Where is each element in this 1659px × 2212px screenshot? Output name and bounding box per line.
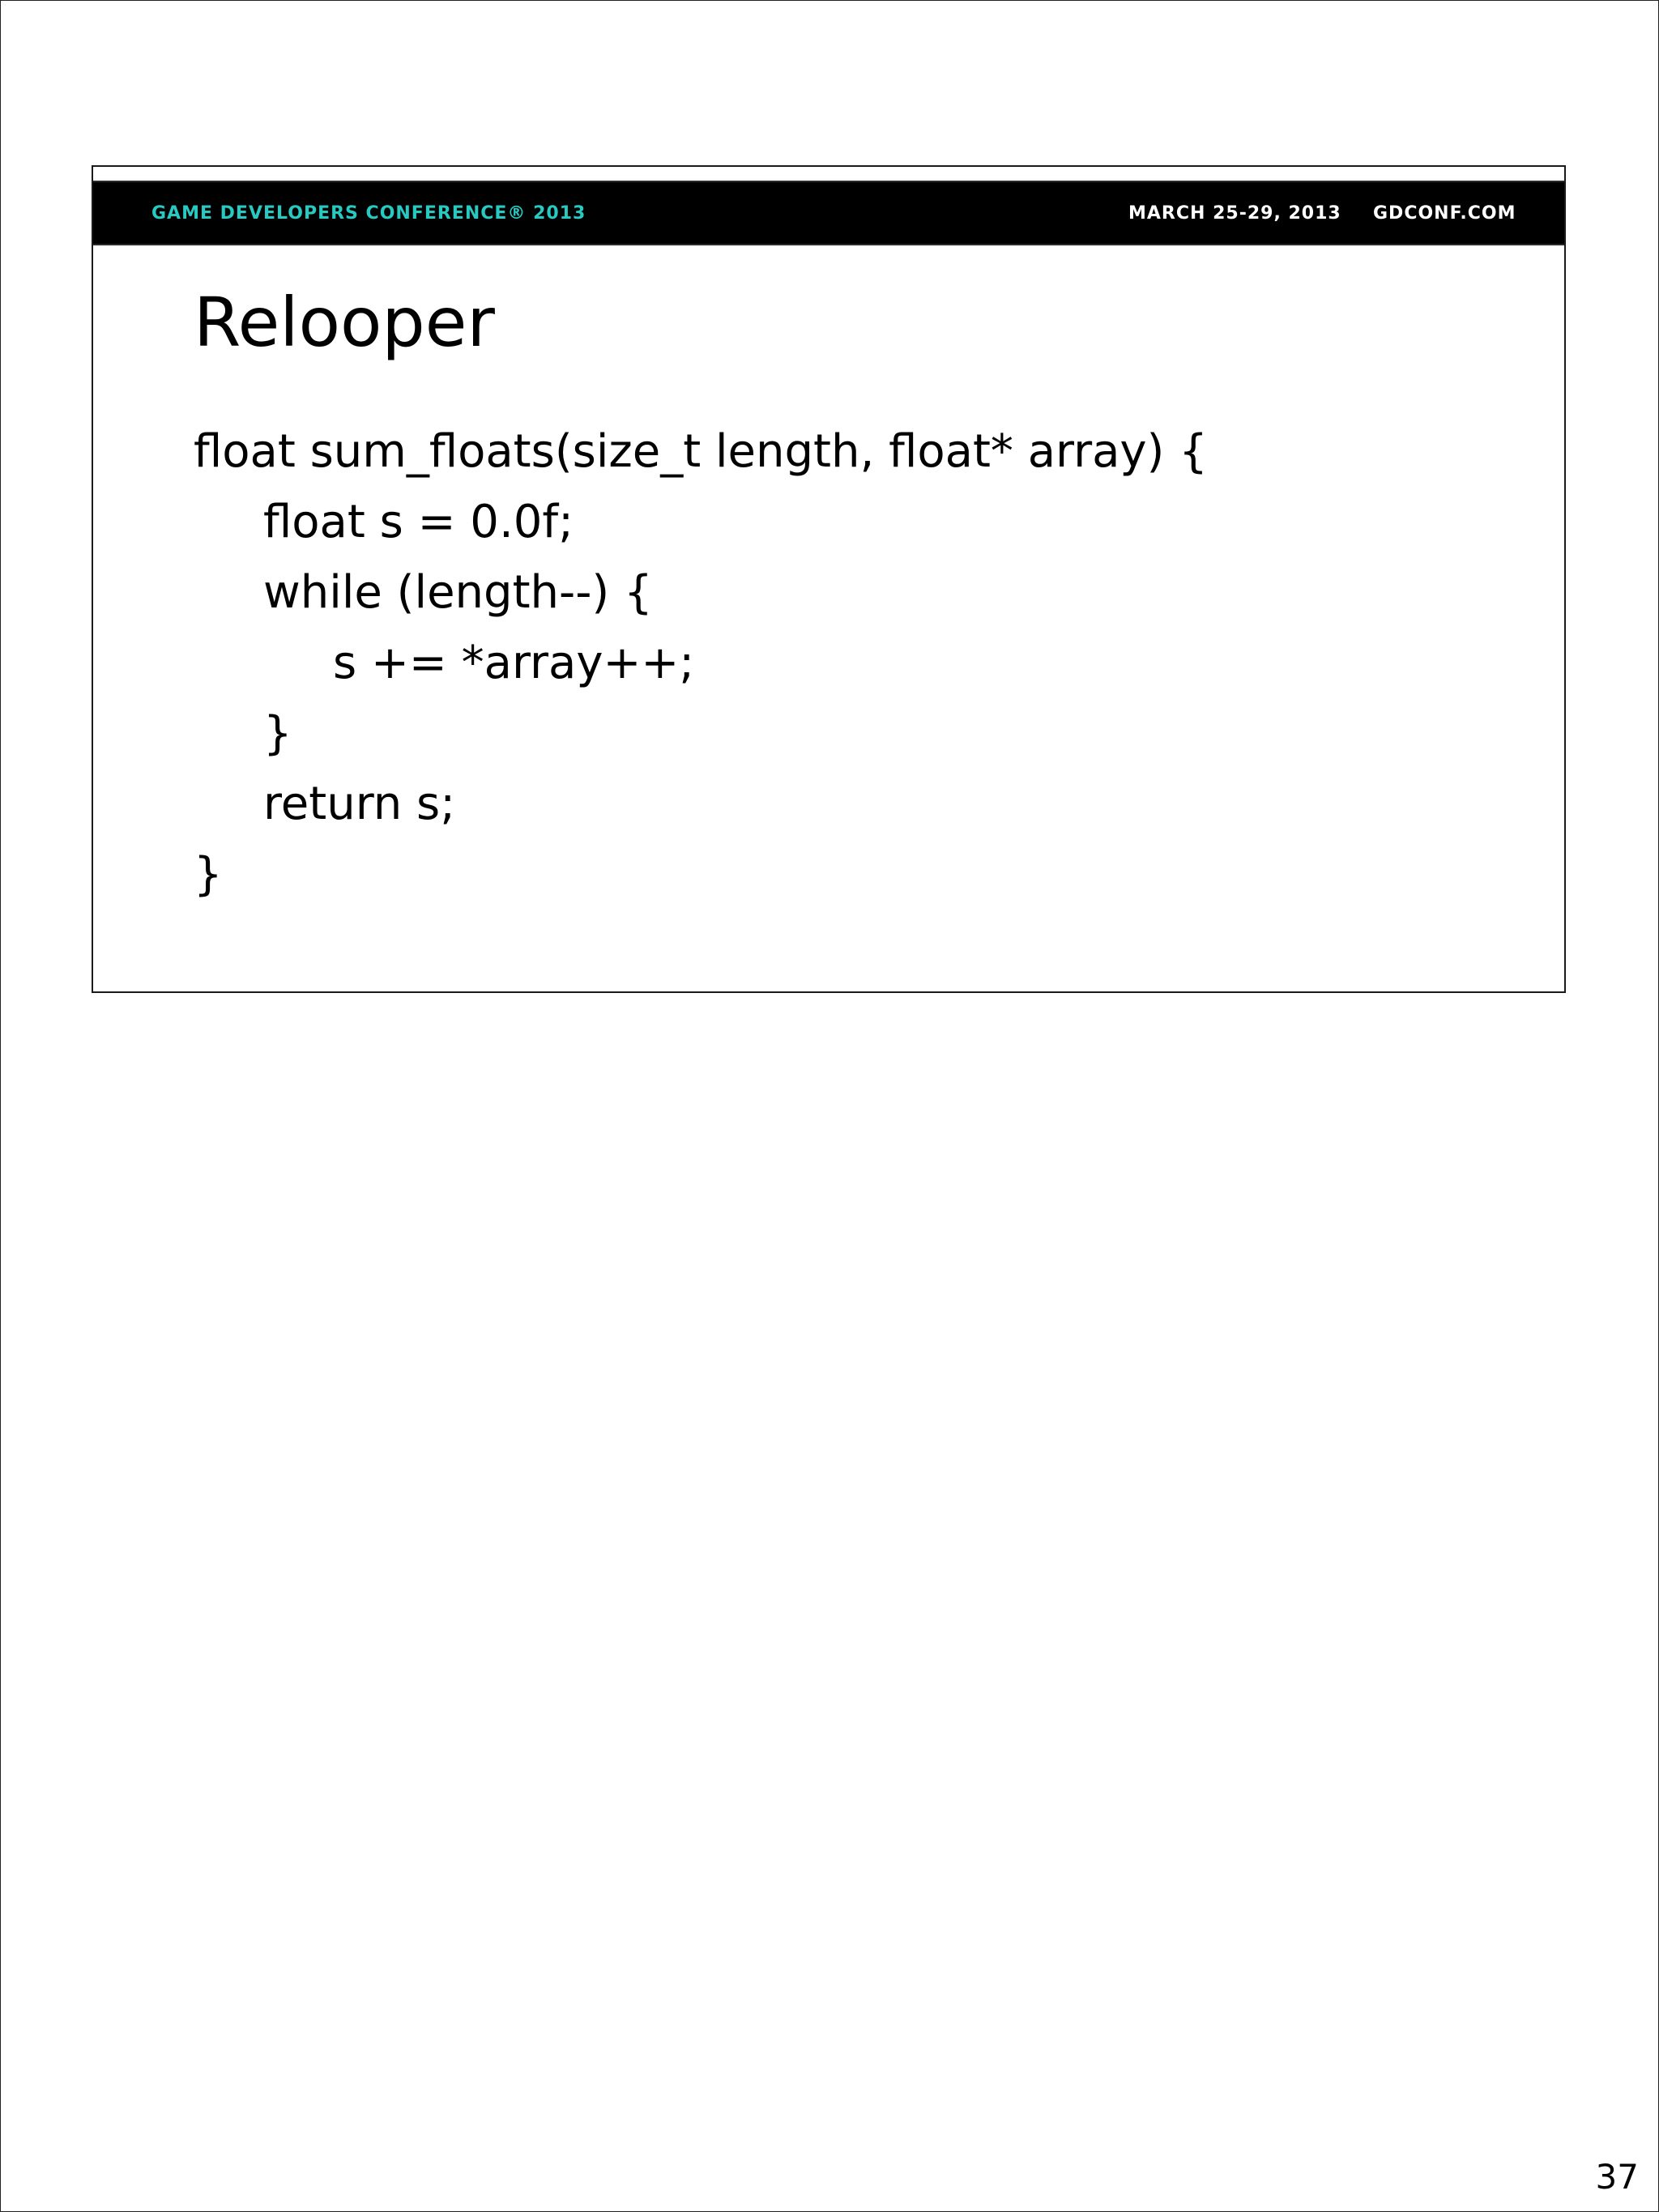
slide-header-bar: GAME DEVELOPERS CONFERENCE® 2013 MARCH 2…: [93, 181, 1564, 245]
code-line: return s;: [263, 778, 456, 830]
code-line: float s = 0.0f;: [263, 496, 574, 548]
code-line: float sum_floats(size_t length, float* a…: [194, 425, 1208, 478]
conference-name: GAME DEVELOPERS CONFERENCE® 2013: [151, 203, 586, 224]
slide-title: Relooper: [194, 283, 495, 362]
code-block: float sum_floats(size_t length, float* a…: [194, 416, 1208, 910]
code-line: s += *array++;: [333, 637, 695, 689]
page-number: 37: [1595, 2157, 1639, 2197]
conference-website: GDCONF.COM: [1373, 203, 1516, 224]
slide: GAME DEVELOPERS CONFERENCE® 2013 MARCH 2…: [92, 165, 1566, 993]
conference-dates: MARCH 25-29, 2013: [1128, 203, 1341, 224]
code-line: }: [194, 848, 223, 901]
code-line: while (length--) {: [263, 566, 653, 619]
code-line: }: [263, 707, 292, 760]
